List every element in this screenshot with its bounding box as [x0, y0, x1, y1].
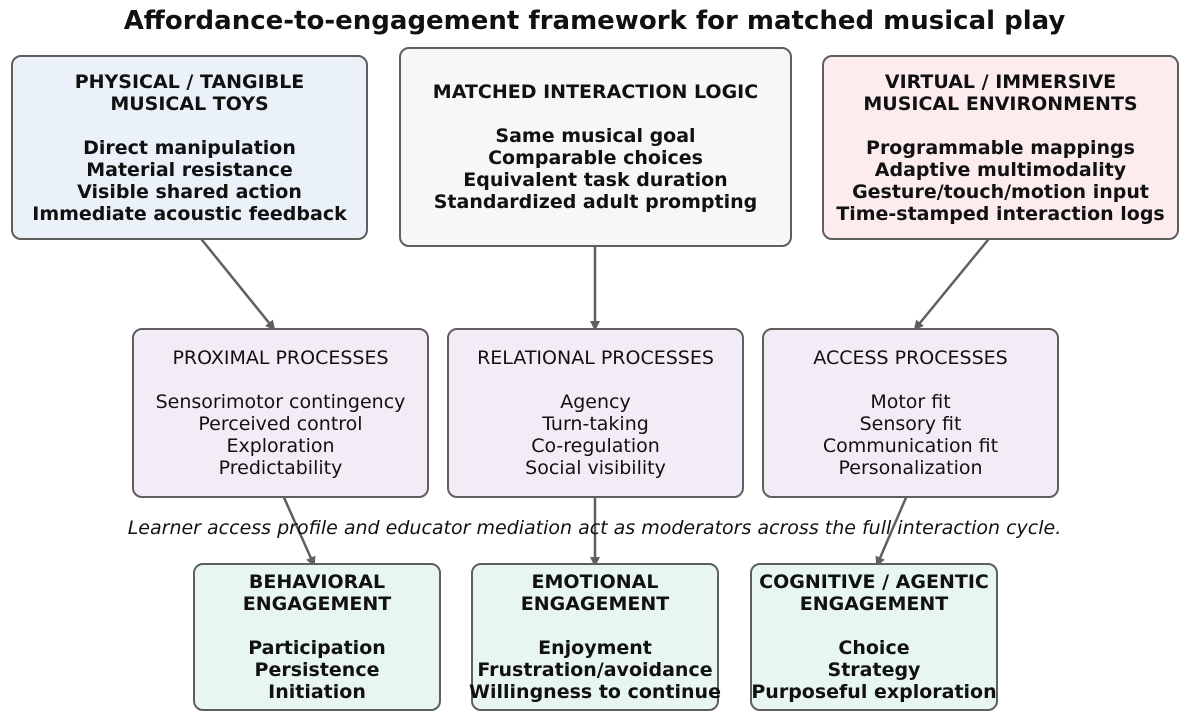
box-item: Social visibility [525, 457, 666, 479]
box-item: Perceived control [198, 413, 363, 435]
box-item: Programmable mappings [866, 136, 1135, 159]
box-item: Immediate acoustic feedback [32, 202, 347, 225]
box-item: Adaptive multimodality [874, 158, 1127, 181]
box-item: Gesture/touch/motion input [852, 180, 1149, 203]
virtual-environments-box: VIRTUAL / IMMERSIVE MUSICAL ENVIRONMENTS… [822, 55, 1179, 240]
box-heading: BEHAVIORAL [248, 571, 386, 593]
box-item: Enjoyment [538, 637, 652, 659]
box-item: Predictability [218, 457, 343, 479]
box-heading: ACCESS PROCESSES [813, 347, 1008, 369]
physical-toys-box: PHYSICAL / TANGIBLE MUSICAL TOYS Direct … [11, 55, 368, 240]
box-heading: RELATIONAL PROCESSES [477, 347, 714, 369]
arrow-proximal-to-behavioral [280, 492, 316, 567]
box-item: Agency [560, 391, 631, 413]
box-item: Motor fit [870, 391, 951, 413]
box-heading: ENGAGEMENT [799, 593, 949, 615]
box-heading: PHYSICAL / TANGIBLE [74, 70, 305, 93]
box-heading: VIRTUAL / IMMERSIVE [884, 70, 1117, 93]
box-item: Co-regulation [531, 435, 660, 457]
arrow-physical-to-proximal [197, 234, 276, 331]
box-item: Material resistance [86, 158, 293, 181]
box-item: Direct manipulation [83, 136, 296, 159]
box-heading: MUSICAL ENVIRONMENTS [863, 92, 1138, 115]
box-heading: COGNITIVE / AGENTIC [759, 571, 989, 593]
proximal-processes-box: PROXIMAL PROCESSES Sensorimotor continge… [132, 328, 429, 498]
moderator-note: Learner access profile and educator medi… [127, 517, 1062, 539]
box-heading: MATCHED INTERACTION LOGIC [432, 81, 759, 103]
box-item: Comparable choices [488, 147, 703, 169]
emotional-engagement-box: EMOTIONAL ENGAGEMENT Enjoyment Frustrati… [469, 563, 721, 711]
box-item: Strategy [827, 659, 921, 681]
box-heading: PROXIMAL PROCESSES [172, 347, 389, 369]
box-item: Willingness to continue [469, 681, 721, 703]
box-item: Initiation [268, 681, 366, 703]
box-item: Same musical goal [495, 125, 696, 147]
arrow-access-to-cognitive [875, 492, 910, 567]
box-heading: EMOTIONAL [531, 571, 659, 593]
box-item: Exploration [226, 435, 335, 457]
relational-processes-box: RELATIONAL PROCESSES Agency Turn-taking … [447, 328, 744, 498]
box-item: Sensory fit [859, 413, 962, 435]
box-item: Participation [248, 637, 386, 659]
cognitive-engagement-box: COGNITIVE / AGENTIC ENGAGEMENT Choice St… [750, 563, 998, 711]
box-item: Standardized adult prompting [433, 191, 758, 213]
arrow-virtual-to-access [913, 234, 993, 331]
box-heading: ENGAGEMENT [242, 593, 392, 615]
box-item: Visible shared action [77, 180, 302, 203]
box-heading: MUSICAL TOYS [110, 92, 269, 115]
box-item: Equivalent task duration [463, 169, 728, 191]
behavioral-engagement-box: BEHAVIORAL ENGAGEMENT Participation Pers… [193, 563, 441, 711]
box-item: Purposeful exploration [751, 681, 997, 703]
diagram-title: Affordance-to-engagement framework for m… [123, 6, 1066, 36]
box-item: Personalization [838, 457, 983, 479]
access-processes-box: ACCESS PROCESSES Motor fit Sensory fit C… [762, 328, 1059, 498]
box-item: Sensorimotor contingency [155, 391, 406, 413]
box-item: Choice [838, 637, 910, 659]
box-heading: ENGAGEMENT [520, 593, 670, 615]
box-item: Communication fit [822, 435, 999, 457]
box-item: Frustration/avoidance [477, 659, 713, 681]
matched-logic-box: MATCHED INTERACTION LOGIC Same musical g… [399, 47, 792, 247]
box-item: Persistence [254, 659, 380, 681]
box-item: Turn-taking [542, 413, 649, 435]
box-item: Time-stamped interaction logs [836, 202, 1165, 225]
